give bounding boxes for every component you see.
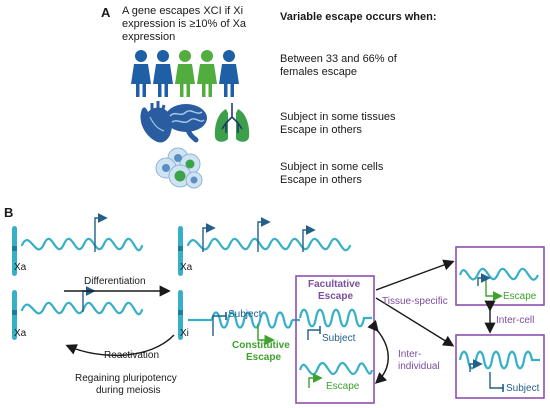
- facultative-line2: Escape: [318, 291, 354, 302]
- xa-label-3: Xa: [180, 262, 193, 273]
- row1-line2: females escape: [280, 66, 358, 78]
- chromosome-icon: [12, 290, 17, 340]
- reactivation-label: Reactivation: [104, 350, 160, 361]
- panel-b-letter: B: [4, 205, 14, 220]
- tissue-subject-box: [455, 334, 545, 399]
- constitutive-escape-arrow: [257, 324, 275, 346]
- facultative-subject-label: Subject: [322, 333, 356, 344]
- tss-arrow: [94, 213, 108, 252]
- variable-escape-header: Variable escape occurs when:: [280, 11, 437, 23]
- row3-line1: Subject in some cells: [280, 161, 384, 173]
- facultative-line1: Facultative: [308, 279, 361, 290]
- facultative-escape-label: Escape: [326, 381, 360, 392]
- definition-line1: A gene escapes XCI if Xi: [122, 5, 244, 17]
- row1-line1: Between 33 and 66% of: [280, 53, 397, 65]
- panel-a-letter: A: [101, 5, 111, 20]
- inter-individual-line1: Inter-: [398, 349, 422, 360]
- subject-marker: [212, 315, 227, 336]
- xi-label: Xi: [180, 328, 189, 339]
- constitutive-line2: Escape: [246, 352, 282, 363]
- tss-arrow: [202, 223, 216, 252]
- row3-line2: Escape in others: [280, 174, 362, 186]
- cell-cluster-icon: [155, 147, 203, 189]
- chromosome-icon: [12, 226, 17, 276]
- tissue-escape-box: [455, 246, 545, 306]
- inter-individual-line2: individual: [398, 361, 440, 372]
- female-figure-icon: [153, 50, 173, 97]
- reactivation-arrow: [65, 334, 175, 357]
- facultative-coil-top: [298, 308, 372, 328]
- chromatin-strand: [186, 237, 352, 252]
- lungs-icon: [214, 103, 250, 142]
- xa-label-2: Xa: [14, 328, 27, 339]
- xi-subject-label: Subject: [228, 309, 262, 320]
- differentiation-label: Differentiation: [84, 276, 146, 287]
- facultative-strand-bottom: [298, 361, 374, 376]
- chromosome-icon: [178, 226, 183, 276]
- female-figure-icon: [219, 50, 239, 97]
- xi-coil: [210, 311, 294, 329]
- chromatin-strand: [20, 237, 144, 252]
- female-figures-row: [131, 50, 239, 97]
- tissue-specific-arrow-up: [375, 259, 455, 291]
- tissue-specific-arrow-down: [375, 297, 455, 347]
- female-figure-icon: [175, 50, 195, 97]
- tissue-subject-label: Subject: [506, 383, 540, 394]
- regain-line1: Regaining pluripotency: [75, 373, 177, 384]
- inter-cell-label: Inter-cell: [496, 315, 535, 326]
- brain-icon: [165, 104, 207, 143]
- regain-line2: during meiosis: [96, 385, 161, 396]
- constitutive-line1: Constitutive: [232, 340, 290, 351]
- tss-arrow: [302, 225, 316, 252]
- inter-individual-arrow: [367, 319, 389, 384]
- chromatin-strand: [20, 301, 144, 316]
- heart-icon: [140, 101, 172, 143]
- xa-label-1: Xa: [14, 262, 27, 273]
- tss-arrow: [257, 217, 271, 252]
- tissue-specific-label: Tissue-specific: [382, 296, 448, 307]
- definition-line2: expression is ≥10% of Xa: [122, 18, 247, 30]
- female-figure-icon: [131, 50, 151, 97]
- chromosome-icon: [178, 290, 183, 340]
- row2-line1: Subject in some tissues: [280, 111, 396, 123]
- female-figure-icon: [197, 50, 217, 97]
- row2-line2: Escape in others: [280, 124, 362, 136]
- definition-line3: expression: [122, 31, 176, 43]
- tissue-escape-label: Escape: [503, 291, 537, 302]
